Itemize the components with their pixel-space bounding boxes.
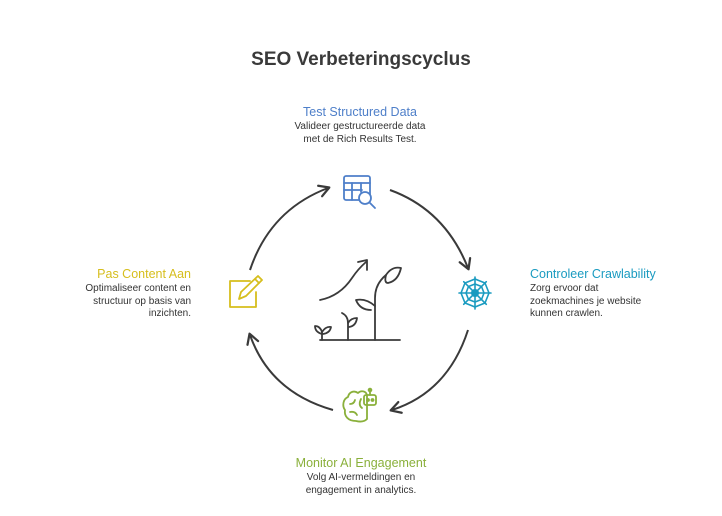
desc-line: Zorg ervoor dat [530, 283, 599, 294]
arrow-top-to-right [389, 189, 472, 271]
spider-web-icon [458, 276, 492, 310]
desc-line: met de Rich Results Test. [303, 133, 417, 145]
step-description: Volg AI-vermeldingen en engagement in an… [261, 472, 461, 497]
ai-brain-icon [342, 387, 377, 423]
step-controleer-crawlability: Controleer Crawlability Zorg ervoor dat … [530, 268, 680, 321]
arrow-left-to-top [249, 184, 331, 271]
arrow-bottom-to-left [246, 332, 334, 411]
step-heading: Monitor AI Engagement [295, 456, 427, 470]
desc-line: Optimaliseer content en [85, 283, 191, 294]
step-heading: Test Structured Data [303, 105, 417, 119]
table-search-icon [343, 175, 376, 209]
step-heading: Pas Content Aan [97, 267, 191, 281]
arrow-right-to-bottom [389, 329, 469, 414]
diagram-title: SEO Verbeteringscyclus [251, 49, 471, 70]
step-description: Zorg ervoor dat zoekmachines je website … [530, 283, 680, 321]
desc-line: Volg AI-vermeldingen en [306, 472, 416, 483]
step-test-structured-data: Test Structured Data Valideer gestructur… [260, 106, 460, 146]
desc-line: inzichten. [148, 308, 191, 319]
step-heading: Controleer Crawlability [530, 267, 656, 281]
step-monitor-ai-engagement: Monitor AI Engagement Volg AI-vermelding… [261, 457, 461, 497]
desc-line: engagement in analytics. [305, 484, 417, 496]
desc-line: zoekmachines je website [530, 295, 642, 307]
desc-line: structuur op basis van [93, 295, 191, 307]
step-description: Optimaliseer content en structuur op bas… [40, 283, 191, 321]
desc-line: Valideer gestructureerde data [294, 121, 426, 132]
desc-line: kunnen crawlen. [530, 308, 603, 319]
step-description: Valideer gestructureerde data met de Ric… [260, 121, 460, 146]
edit-note-icon [229, 275, 263, 308]
growth-plant-icon [314, 259, 402, 341]
step-pas-content-aan: Pas Content Aan Optimaliseer content en … [40, 268, 191, 321]
